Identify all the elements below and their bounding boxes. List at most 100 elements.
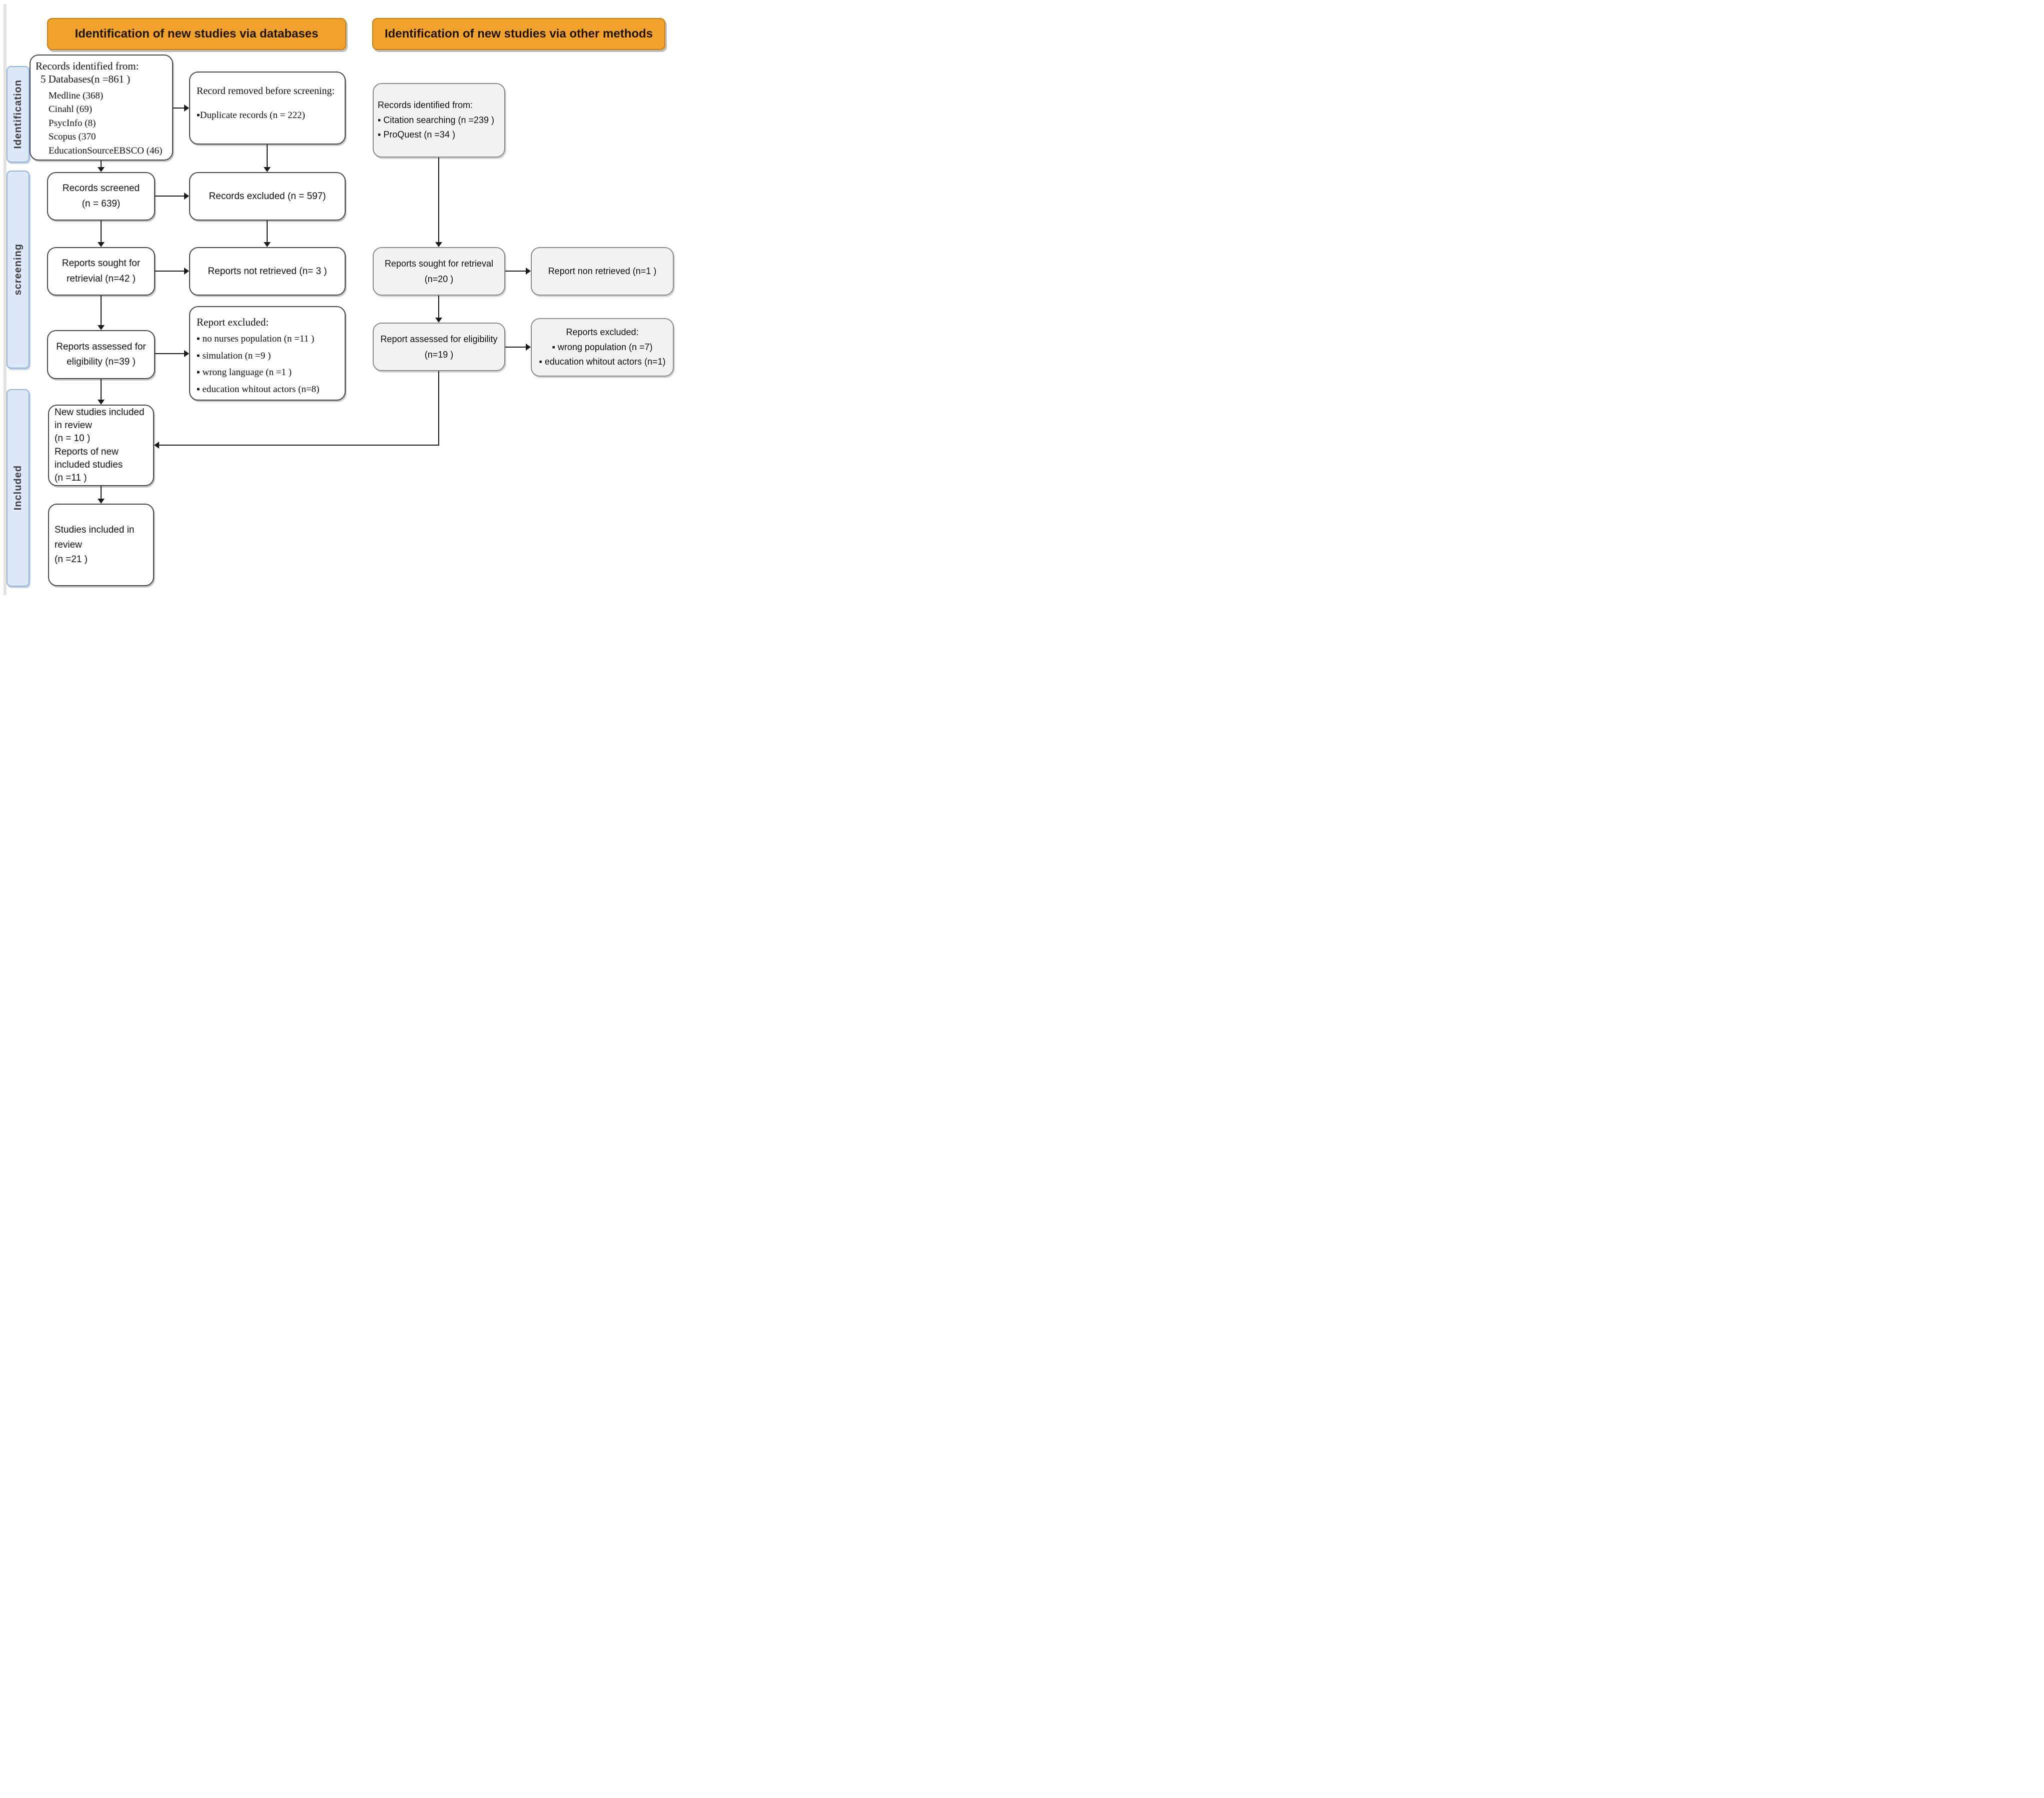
box-text: New studies included	[55, 407, 145, 418]
box-title: Records identified from:	[378, 100, 473, 110]
list-item: ▪ wrong population (n =7)	[552, 342, 653, 352]
stage-label-identification: Identification	[7, 66, 30, 163]
arrow-line	[155, 196, 184, 197]
box-title: Reports excluded:	[566, 327, 639, 337]
prisma-flow-diagram: Identification of new studies via databa…	[0, 0, 681, 599]
arrowhead-right-icon	[184, 105, 189, 112]
box-title: Report excluded:	[197, 316, 269, 328]
list-item: PsycInfo (8)	[49, 118, 96, 129]
box-reports-not-retrieved: Reports not retrieved (n= 3 )	[189, 247, 346, 296]
box-text: Reports of new	[55, 446, 119, 457]
header-databases-label: Identification of new studies via databa…	[75, 27, 319, 41]
arrow-line	[505, 271, 526, 272]
arrow-line	[173, 108, 184, 109]
arrowhead-down-icon	[98, 499, 105, 504]
box-records-identified-other: Records identified from: ▪ Citation sear…	[373, 83, 505, 158]
box-title: Records identified from:	[36, 60, 139, 72]
box-records-excluded: Records excluded (n = 597)	[189, 172, 346, 221]
left-edge-strip	[4, 4, 7, 595]
header-databases: Identification of new studies via databa…	[47, 18, 346, 50]
box-text: Records screened	[62, 183, 140, 194]
box-reports-sought-other: Reports sought for retrieval (n=20 )	[373, 247, 505, 296]
arrowhead-down-icon	[435, 242, 442, 247]
arrow-line	[155, 353, 184, 354]
arrow-line	[101, 296, 102, 325]
box-new-studies-included: New studies included in review (n = 10 )…	[48, 405, 154, 486]
arrowhead-right-icon	[184, 193, 189, 200]
list-item: Cinahl (69)	[49, 104, 93, 115]
box-records-identified-databases: Records identified from: 5 Databases(n =…	[30, 55, 173, 161]
arrow-line	[267, 145, 268, 167]
list-item: Scopus (370	[49, 132, 96, 143]
box-reports-assessed-databases: Reports assessed for eligibility (n=39 )	[47, 330, 155, 379]
list-item: ▪ wrong language (n =1 )	[197, 367, 292, 378]
box-reports-excluded-other: Reports excluded: ▪ wrong population (n …	[531, 318, 674, 377]
box-records-removed: Record removed before screening: ▪Duplic…	[189, 72, 346, 145]
database-list: Medline (368) Cinahl (69) PsycInfo (8) S…	[49, 89, 167, 158]
arrow-line	[101, 221, 102, 242]
box-text: eligibility (n=39 )	[67, 357, 136, 367]
list-item: ▪ education whitout actors (n=1)	[539, 357, 666, 367]
list-item: ▪ ProQuest (n =34 )	[378, 130, 455, 140]
arrowhead-down-icon	[435, 318, 442, 323]
arrowhead-right-icon	[184, 268, 189, 275]
arrow-line	[267, 221, 268, 242]
box-text: review	[55, 539, 82, 550]
box-text: included studies	[55, 459, 123, 470]
box-text: (n =21 )	[55, 554, 88, 565]
arrowhead-down-icon	[264, 167, 271, 172]
list-item: ▪ education whitout actors (n=8)	[197, 384, 320, 395]
arrow-line	[438, 296, 439, 318]
arrow-line	[101, 379, 102, 400]
arrowhead-right-icon	[526, 344, 531, 351]
box-report-assessed-other: Report assessed for eligibility (n=19 )	[373, 323, 505, 371]
box-studies-included: Studies included in review (n =21 )	[48, 504, 154, 586]
box-reports-excluded-databases: Report excluded: ▪ no nurses population …	[189, 306, 346, 401]
box-text: Report non retrieved (n=1 )	[548, 266, 657, 276]
box-text: (n = 10 )	[55, 433, 91, 444]
list-item: Medline (368)	[49, 90, 104, 101]
box-text: retrievial (n=42 )	[67, 273, 136, 284]
arrowhead-right-icon	[526, 268, 531, 275]
box-text: Reports sought for retrieval	[384, 258, 494, 269]
arrowhead-down-icon	[264, 242, 271, 247]
arrowhead-down-icon	[98, 325, 105, 330]
box-text: Report assessed for eligibility	[380, 334, 498, 344]
stage-label-screening-text: screening	[12, 244, 24, 296]
box-reports-sought-databases: Reports sought for retrievial (n=42 )	[47, 247, 155, 296]
list-item: ▪ Citation searching (n =239 )	[378, 115, 495, 125]
box-records-screened: Records screened (n = 639)	[47, 172, 155, 221]
stage-label-included-text: Included	[12, 465, 24, 511]
box-text: Records excluded (n = 597)	[209, 191, 326, 202]
arrow-line	[438, 158, 439, 242]
arrow-line	[155, 271, 184, 272]
box-text: (n=19 )	[424, 349, 454, 360]
excluded-list: ▪ no nurses population (n =11 ) ▪ simula…	[197, 333, 338, 396]
list-item: ▪Duplicate records (n = 222)	[197, 110, 305, 121]
arrow-line	[159, 445, 439, 446]
arrowhead-down-icon	[98, 242, 105, 247]
box-text: in review	[55, 420, 92, 431]
arrow-line	[438, 371, 439, 445]
header-other-methods-label: Identification of new studies via other …	[384, 27, 653, 41]
box-subtitle: 5 Databases(n =861 )	[41, 73, 131, 86]
box-text: Reports sought for	[62, 258, 141, 269]
arrowhead-left-icon	[154, 442, 159, 449]
box-text: (n = 639)	[82, 198, 121, 209]
box-text: Reports not retrieved (n= 3 )	[208, 266, 327, 277]
box-text: (n=20 )	[424, 274, 454, 284]
stage-label-screening: screening	[7, 171, 30, 369]
header-other-methods: Identification of new studies via other …	[372, 18, 665, 50]
arrowhead-down-icon	[98, 400, 105, 405]
box-text: Reports assessed for	[56, 341, 146, 352]
arrow-line	[101, 161, 102, 167]
arrow-line	[101, 486, 102, 499]
arrow-line	[505, 347, 526, 348]
arrowhead-right-icon	[184, 350, 189, 357]
box-text: Studies included in	[55, 525, 135, 536]
list-item: EducationSourceEBSCO (46)	[49, 145, 163, 156]
box-title: Record removed before screening:	[197, 86, 335, 97]
list-item: ▪ simulation (n =9 )	[197, 350, 271, 361]
stage-label-included: Included	[7, 389, 30, 587]
stage-label-identification-text: Identification	[12, 80, 24, 149]
